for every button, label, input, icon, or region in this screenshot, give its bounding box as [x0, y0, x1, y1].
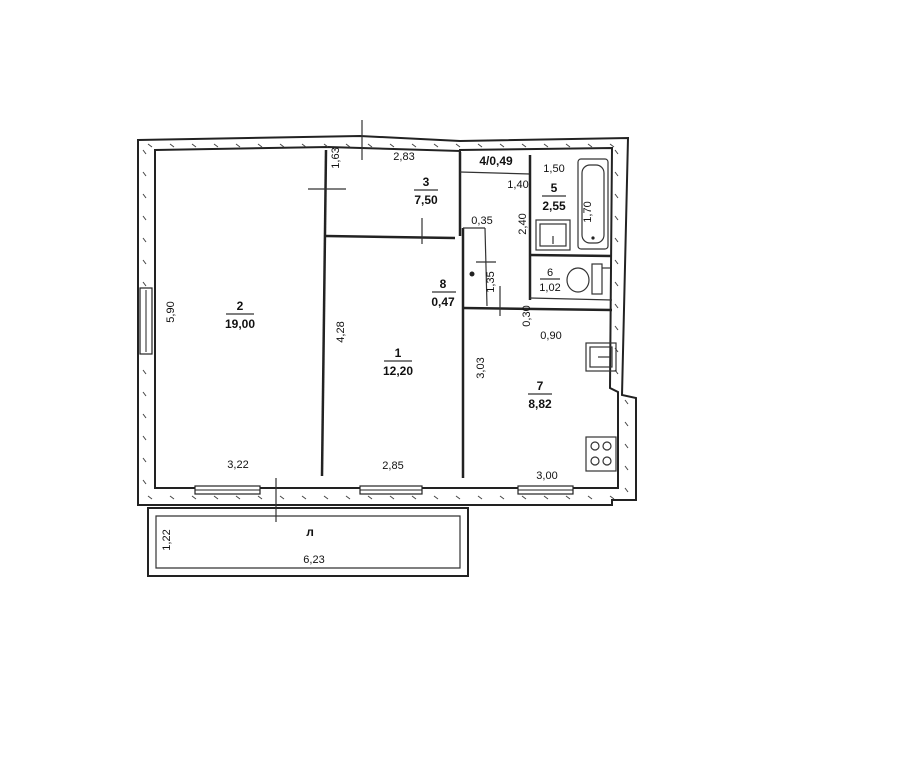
- outer-walls: [137, 134, 637, 506]
- toilet: [566, 263, 610, 295]
- dim-1-22: 1,22: [161, 529, 173, 550]
- interior-walls: [139, 149, 613, 478]
- room-7-number: 7: [537, 379, 544, 393]
- dim-1-40: 1,40: [507, 179, 528, 191]
- bottom-windows: [194, 485, 574, 495]
- dim-4-28: 4,28: [335, 321, 347, 342]
- dim-0-35: 0,35: [471, 215, 492, 227]
- dim-2-40: 2,40: [517, 213, 529, 234]
- corridor-point: [469, 271, 475, 277]
- room-2-area: 19,00: [225, 317, 255, 331]
- room-5-area: 2,55: [542, 199, 566, 213]
- dim-2-85: 2,85: [382, 460, 403, 472]
- dim-1-70: 1,70: [582, 201, 594, 222]
- dim-0-90: 0,90: [540, 330, 561, 342]
- room-3-number: 3: [423, 175, 430, 189]
- dimension-labels: 5,90 3,22 4,28 2,85 1,63 2,83 1,40 1,50 …: [161, 147, 594, 566]
- dim-3-22: 3,22: [227, 459, 248, 471]
- room-3-area: 7,50: [414, 193, 438, 207]
- dim-3-00: 3,00: [536, 470, 557, 482]
- room-8-area: 0,47: [431, 295, 455, 309]
- balcony-label: л: [306, 525, 314, 539]
- bathroom-sink: [535, 219, 571, 251]
- balcony: [147, 478, 469, 577]
- room-1-area: 12,20: [383, 364, 413, 378]
- room-8-number: 8: [440, 277, 447, 291]
- room-2-number: 2: [237, 299, 244, 313]
- dim-0-30: 0,30: [521, 305, 533, 326]
- dim-2-83: 2,83: [393, 151, 414, 163]
- room-6-area: 1,02: [539, 282, 560, 294]
- room-7-area: 8,82: [528, 397, 552, 411]
- dim-1-50: 1,50: [543, 163, 564, 175]
- dim-1-63: 1,63: [330, 147, 342, 168]
- dim-1-35: 1,35: [485, 271, 497, 292]
- stove: [585, 436, 617, 472]
- dim-6-23: 6,23: [303, 554, 324, 566]
- room-1-number: 1: [395, 346, 402, 360]
- dim-5-90: 5,90: [165, 301, 177, 322]
- dim-3-03: 3,03: [475, 357, 487, 378]
- kitchen-sink: [585, 342, 617, 372]
- room-6-number: 6: [547, 267, 553, 279]
- partition-marks: [308, 120, 501, 316]
- wall-hatching: [142, 143, 629, 500]
- bathtub: [577, 158, 609, 250]
- room-labels: 2 19,00 1 12,20 3 7,50 4/0,49 5 2,55 6 1…: [225, 154, 566, 539]
- room-4-label: 4/0,49: [479, 154, 513, 168]
- room-5-number: 5: [551, 181, 558, 195]
